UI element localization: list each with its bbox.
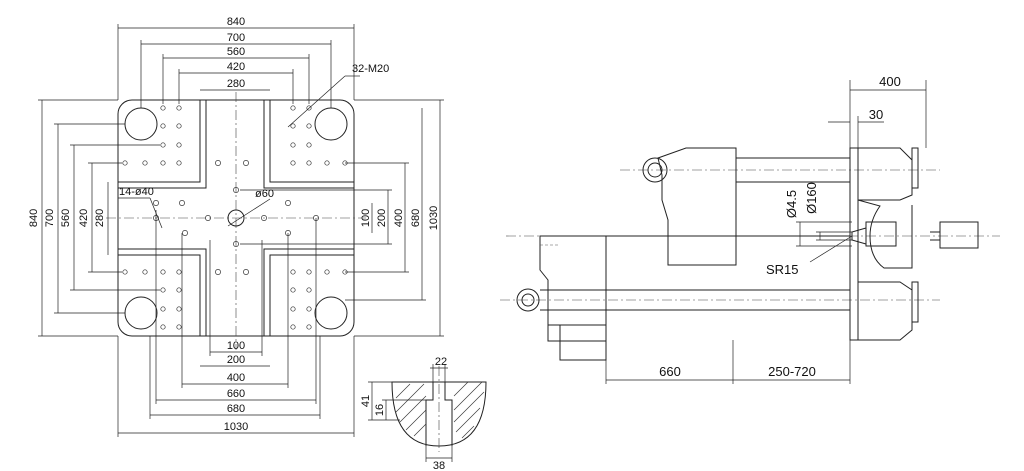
- dim-bottom-100: 100: [227, 340, 245, 352]
- dim-right-200: 200: [376, 209, 388, 227]
- slot-tl: [118, 100, 201, 183]
- side-dim-660: 660: [659, 364, 681, 379]
- tie-bar-top-left: [124, 107, 158, 141]
- slot-br: [269, 254, 354, 336]
- dim-left-3: 560: [60, 209, 72, 227]
- thread-holes: [122, 105, 348, 330]
- fixed-platen-upper: [857, 147, 913, 201]
- tie-bar-top-right: [314, 107, 348, 141]
- thread-label: 32-M20: [352, 63, 389, 75]
- dim-top-2: 700: [227, 32, 245, 44]
- slot-profile: [425, 382, 453, 446]
- dim-bottom-680: 680: [227, 403, 245, 415]
- lower-toggle-pin-inner: [521, 293, 535, 307]
- side-dim-30: 30: [869, 107, 883, 122]
- dim-top-5: 280: [227, 78, 245, 90]
- slot-tr2: [263, 100, 354, 189]
- dim-left-5: 280: [94, 209, 106, 227]
- tie-bar-bottom-right: [314, 296, 348, 330]
- bolt-leader-diag: [149, 197, 163, 229]
- dim-right-100: 100: [360, 209, 372, 227]
- slot-br2: [263, 248, 354, 336]
- bottom-dimension-lines: [117, 210, 355, 437]
- center-hole: [227, 209, 245, 227]
- top-dimension-lines: [117, 24, 355, 108]
- slot-dim-41: 41: [360, 395, 372, 407]
- slot-tl2: [118, 100, 207, 189]
- dim-top-4: 420: [227, 61, 245, 73]
- side-dim-stroke: 250-720: [768, 364, 816, 379]
- fixed-platen-lower: [857, 281, 913, 341]
- slot-hatching: [395, 381, 485, 439]
- thread-leader: [287, 75, 346, 128]
- slot-dim-22: 22: [435, 356, 447, 368]
- dim-bottom-200: 200: [227, 354, 245, 366]
- dim-right-680: 680: [410, 209, 422, 227]
- slot-bl2: [118, 248, 207, 336]
- tie-bar-bottom-left: [124, 296, 158, 330]
- fixed-platen-face: [849, 147, 859, 341]
- dim-right-400: 400: [393, 209, 405, 227]
- dim-bottom-660: 660: [227, 388, 245, 400]
- lower-toggle-pin: [516, 288, 540, 312]
- platen-front-view: 840 700 560 420 280 840 700 560 420 280 …: [28, 16, 444, 437]
- slot-bl: [118, 254, 201, 336]
- upper-toggle-pin-inner: [647, 162, 663, 178]
- sphere-radius-label: SR15: [766, 262, 799, 277]
- bolt-label: 14-ø40: [119, 186, 154, 198]
- upper-toggle-pin: [642, 157, 668, 183]
- side-dim-400: 400: [879, 74, 901, 89]
- lower-nut: [911, 281, 919, 323]
- slot-tr: [269, 100, 354, 183]
- dim-bottom-400: 400: [227, 372, 245, 384]
- t-slot-detail: 22 41 16 38: [360, 356, 487, 471]
- center-hole-leader: [227, 198, 271, 227]
- side-bottom-dimension-lines: [605, 340, 851, 384]
- left-dimension-lines: [38, 99, 160, 337]
- dim-top-3: 560: [227, 46, 245, 58]
- dim-top-1: 840: [227, 16, 245, 28]
- side-top-dimension-lines: [828, 80, 927, 148]
- slot-dimension-lines: [368, 364, 453, 462]
- center-hole-label: ø60: [255, 188, 274, 200]
- injection-unit: [939, 221, 979, 249]
- nozzle-locating-dim: Ø160: [804, 182, 819, 214]
- moving-platen: [657, 147, 737, 266]
- nozzle-hole-dim: Ø4.5: [784, 190, 799, 218]
- machine-side-view: 400 30 Ø4.5 Ø160 SR15 660 250-720: [500, 74, 1000, 384]
- slot-dim-38: 38: [433, 460, 445, 471]
- right-dimension-lines: [240, 99, 444, 337]
- dim-left-4: 420: [78, 209, 90, 227]
- dim-bottom-1030: 1030: [224, 421, 248, 433]
- upper-nut: [911, 147, 919, 189]
- dim-left-2: 700: [44, 209, 56, 227]
- dim-right-1030: 1030: [428, 206, 440, 230]
- slot-dim-16: 16: [374, 404, 386, 416]
- nozzle-dimension-lines: [796, 221, 853, 263]
- lower-frame-foot: [547, 324, 607, 342]
- dim-left-1: 840: [28, 209, 40, 227]
- nozzle-body: [865, 221, 897, 247]
- nozzle-housing: [857, 199, 913, 269]
